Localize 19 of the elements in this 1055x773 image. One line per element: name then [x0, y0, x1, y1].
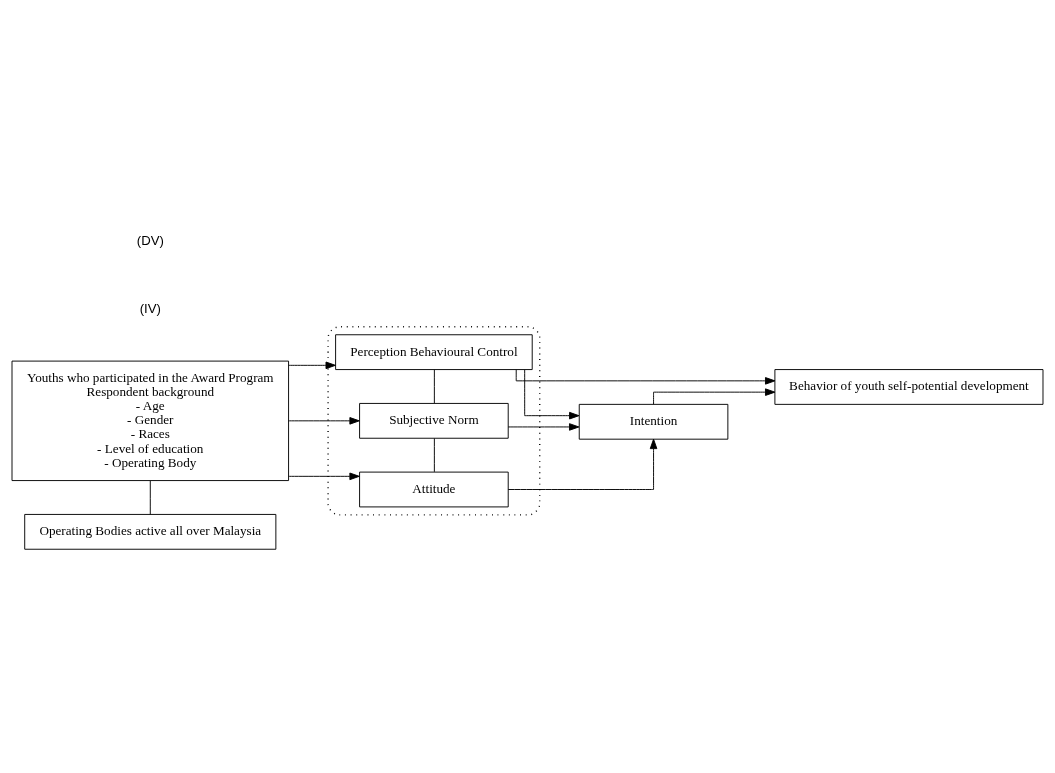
label: (IV) — [139, 301, 161, 317]
arrow — [524, 369, 580, 420]
arrow — [288, 417, 360, 425]
arrow — [507, 423, 580, 431]
arrow — [507, 438, 658, 490]
arrow — [515, 369, 776, 385]
connector — [433, 369, 435, 404]
node-box: Youths who participated in the Award Program Respondent background - Age - Gender - Races - Level of education - Operating Body — [11, 360, 290, 482]
label: (DV) — [136, 232, 164, 248]
node-box: Operating Bodies active all over Malaysia — [24, 513, 277, 550]
arrow — [288, 361, 336, 370]
arrow — [288, 472, 360, 481]
node-box: Intention — [578, 403, 729, 440]
node-box: Perception Behavioural Control — [335, 334, 533, 371]
connector — [433, 438, 435, 473]
connector — [149, 480, 151, 515]
node-box: Attitude — [359, 471, 509, 508]
node-box: Behavior of youth self-potential development — [774, 369, 1044, 405]
node-box: Subjective Norm — [359, 402, 509, 439]
